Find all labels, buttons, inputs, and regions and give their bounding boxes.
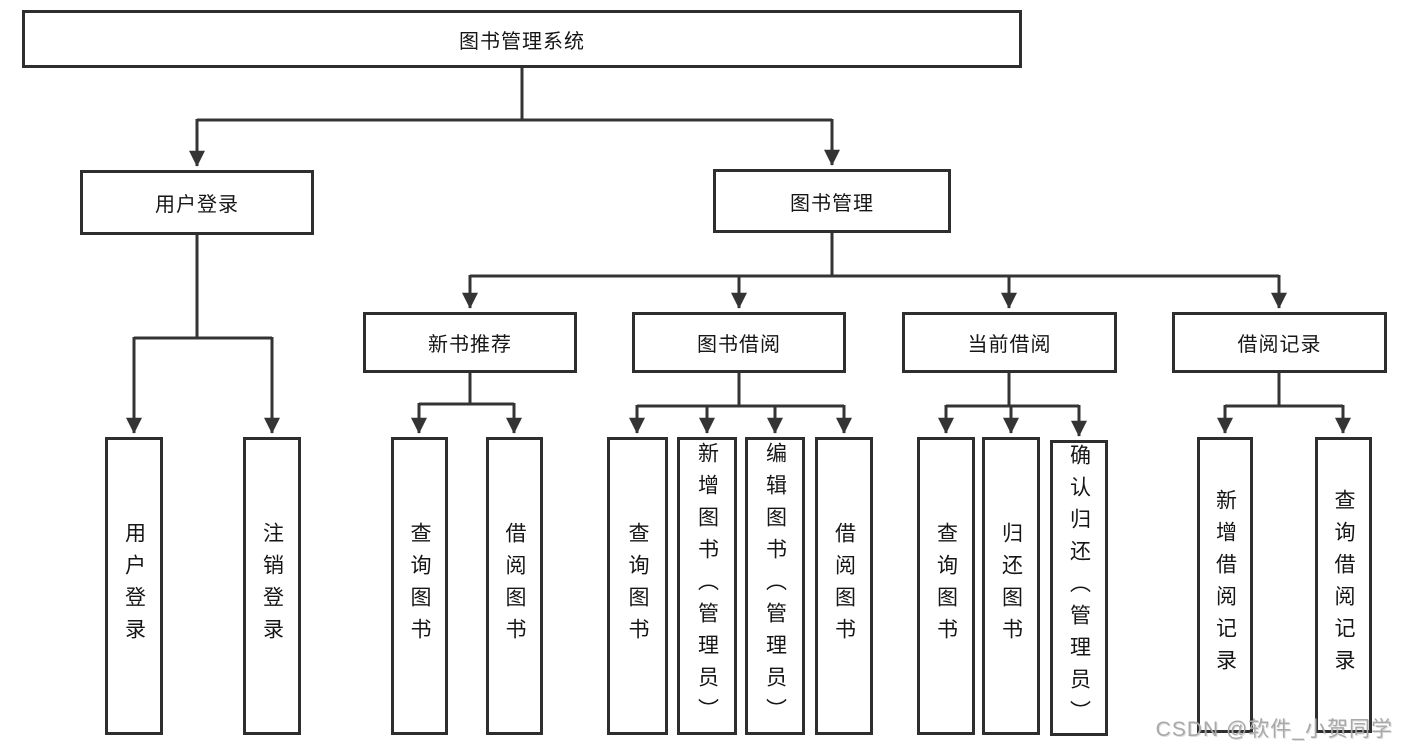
leaf-borrow-book-1: 借阅图书 <box>486 437 543 735</box>
node-current-borrow: 当前借阅 <box>902 312 1117 373</box>
node-book-management: 图书管理 <box>713 169 951 233</box>
leaf-confirm-return-admin: 确认归还（管理员） <box>1050 440 1108 736</box>
watermark: CSDN @软件_小贺同学 <box>1155 718 1393 741</box>
leaf-query-book-2: 查询图书 <box>607 437 668 735</box>
leaf-query-book-3: 查询图书 <box>917 437 975 735</box>
leaf-query-borrow-record: 查询借阅记录 <box>1315 437 1372 733</box>
leaf-add-borrow-record: 新增借阅记录 <box>1197 437 1253 733</box>
leaf-edit-book-admin: 编辑图书（管理员） <box>745 437 805 735</box>
node-book-borrow: 图书借阅 <box>632 312 846 373</box>
leaf-add-book-admin: 新增图书（管理员） <box>677 437 737 735</box>
node-user-login: 用户登录 <box>80 170 314 235</box>
leaf-user-login: 用户登录 <box>105 437 163 735</box>
node-new-book-recommend: 新书推荐 <box>363 312 577 373</box>
node-borrow-record: 借阅记录 <box>1172 312 1387 373</box>
leaf-return-book: 归还图书 <box>982 437 1040 735</box>
node-root: 图书管理系统 <box>22 10 1022 68</box>
leaf-borrow-book-2: 借阅图书 <box>815 437 873 735</box>
leaf-logout: 注销登录 <box>243 437 301 735</box>
leaf-query-book-1: 查询图书 <box>391 437 448 735</box>
connector-segments <box>126 68 1351 437</box>
